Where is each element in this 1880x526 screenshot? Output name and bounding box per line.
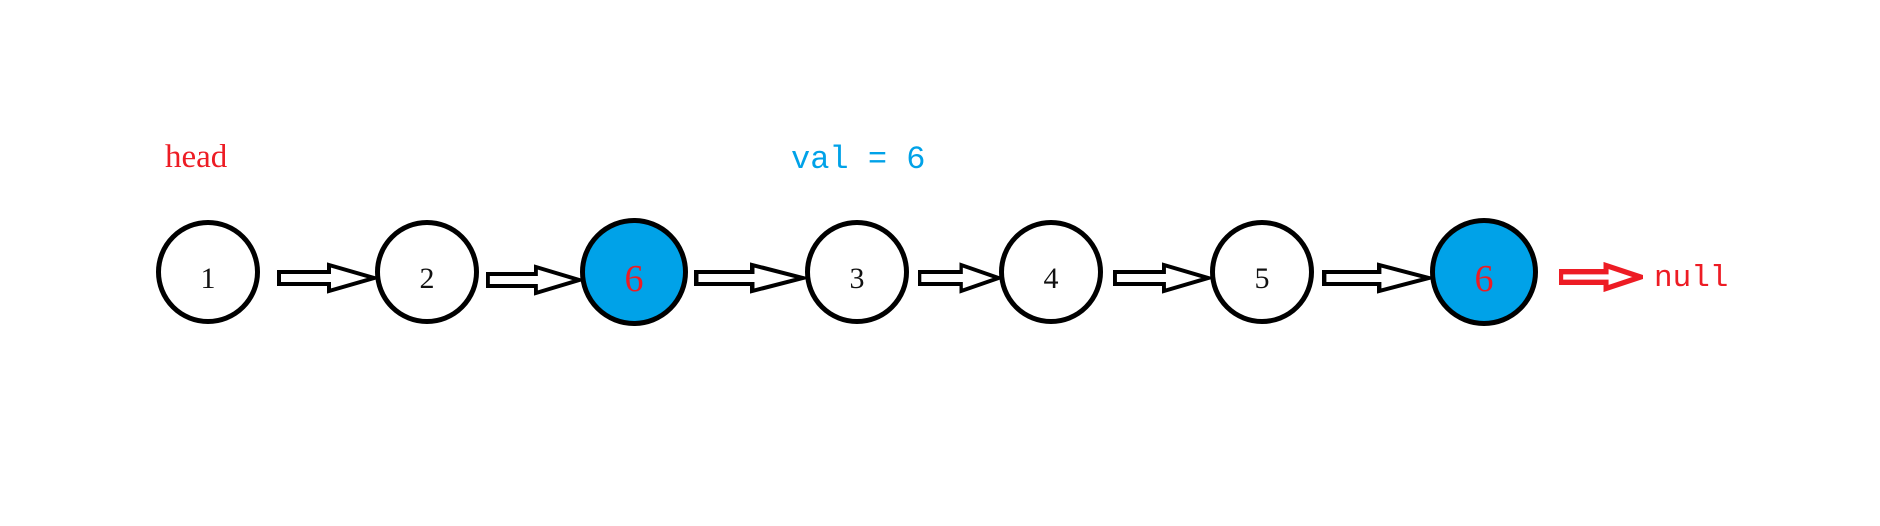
- node-value: 2: [419, 262, 435, 295]
- null-pointer-arrow-icon: [1559, 262, 1643, 292]
- list-node-highlighted: 6: [580, 218, 688, 326]
- node-value: 3: [849, 262, 865, 295]
- list-node: 3: [805, 220, 909, 324]
- head-pointer-label: head: [165, 139, 228, 175]
- node-value: 6: [624, 258, 644, 300]
- list-node: 1: [156, 220, 260, 324]
- next-pointer-arrow-icon: [1322, 262, 1432, 294]
- node-value: 6: [1474, 258, 1494, 300]
- target-value-label: val = 6: [791, 141, 926, 178]
- node-value: 5: [1254, 262, 1270, 295]
- list-node-highlighted: 6: [1430, 218, 1538, 326]
- next-pointer-arrow-icon: [486, 264, 582, 296]
- null-terminator-label: null: [1654, 261, 1729, 296]
- next-pointer-arrow-icon: [918, 262, 1001, 294]
- next-pointer-arrow-icon: [277, 262, 377, 294]
- list-node: 2: [375, 220, 479, 324]
- node-value: 4: [1043, 262, 1059, 295]
- next-pointer-arrow-icon: [1113, 262, 1211, 294]
- list-node: 4: [999, 220, 1103, 324]
- next-pointer-arrow-icon: [694, 262, 806, 294]
- node-value: 1: [200, 262, 216, 295]
- list-node: 5: [1210, 220, 1314, 324]
